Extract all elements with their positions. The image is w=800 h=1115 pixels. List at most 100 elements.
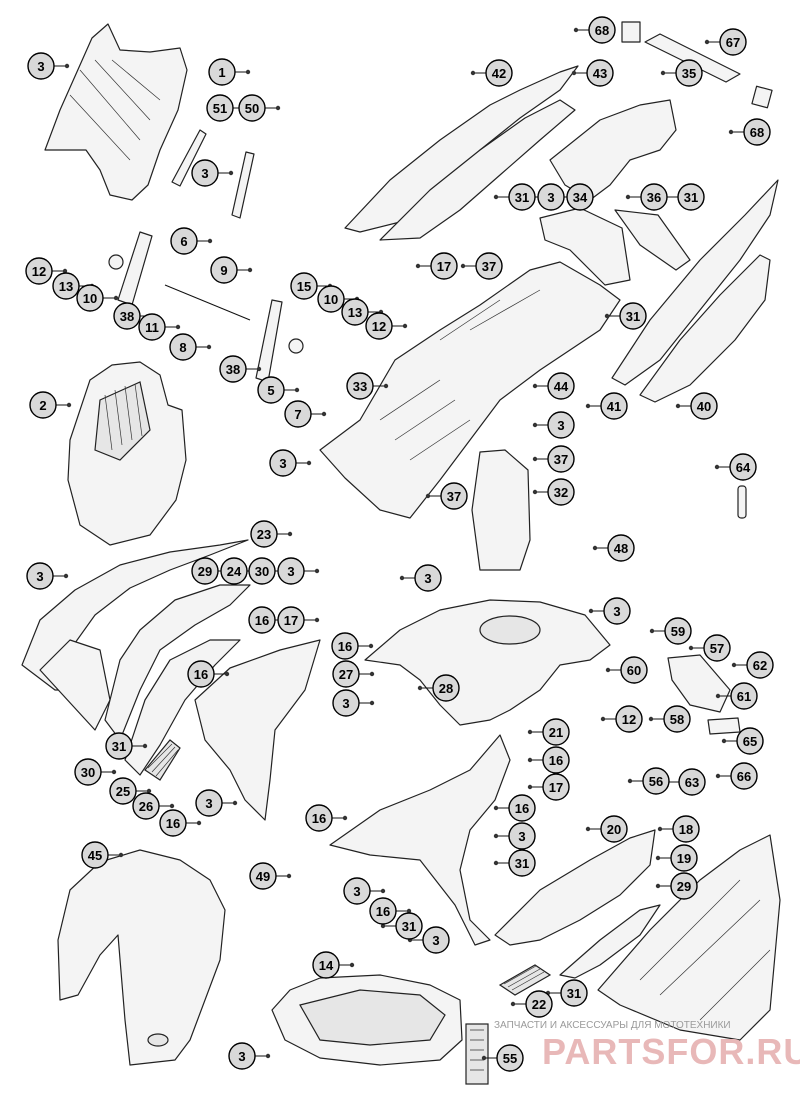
callout-17: 17 bbox=[542, 773, 570, 801]
svg-text:27: 27 bbox=[339, 667, 353, 682]
fastener-16 bbox=[342, 815, 348, 821]
svg-text:3: 3 bbox=[547, 190, 554, 205]
callout-56: 56 bbox=[642, 767, 670, 795]
svg-text:65: 65 bbox=[743, 734, 757, 749]
fastener-16 bbox=[406, 908, 412, 914]
callout-16: 16 bbox=[159, 809, 187, 837]
callout-30: 30 bbox=[248, 557, 276, 585]
part-32-cover bbox=[471, 449, 531, 571]
svg-text:31: 31 bbox=[402, 919, 416, 934]
callout-3: 3 bbox=[343, 877, 371, 905]
fastener-66 bbox=[715, 773, 721, 779]
svg-text:31: 31 bbox=[626, 309, 640, 324]
svg-text:10: 10 bbox=[83, 291, 97, 306]
svg-text:31: 31 bbox=[112, 739, 126, 754]
svg-text:16: 16 bbox=[376, 904, 390, 919]
callout-31: 31 bbox=[395, 912, 423, 940]
svg-text:12: 12 bbox=[372, 319, 386, 334]
svg-text:31: 31 bbox=[515, 190, 529, 205]
fastener-16 bbox=[527, 757, 533, 763]
fastener-62 bbox=[731, 662, 737, 668]
fastener-48 bbox=[592, 545, 598, 551]
part-40-41-right-panels bbox=[611, 179, 779, 403]
svg-text:67: 67 bbox=[726, 35, 740, 50]
svg-text:42: 42 bbox=[492, 66, 506, 81]
fastener-16 bbox=[224, 671, 230, 677]
svg-text:13: 13 bbox=[59, 279, 73, 294]
svg-text:63: 63 bbox=[685, 775, 699, 790]
callout-7: 7 bbox=[284, 400, 312, 428]
part-1-front-cowl bbox=[44, 23, 188, 201]
callout-16: 16 bbox=[248, 606, 276, 634]
svg-text:36: 36 bbox=[647, 190, 661, 205]
fastener-9 bbox=[247, 267, 253, 273]
svg-text:19: 19 bbox=[677, 851, 691, 866]
callout-66: 66 bbox=[730, 762, 758, 790]
callout-18: 18 bbox=[672, 815, 700, 843]
callout-17: 17 bbox=[430, 252, 458, 280]
fastener-3 bbox=[314, 568, 320, 574]
callout-19: 19 bbox=[670, 844, 698, 872]
fastener-61 bbox=[715, 693, 721, 699]
callout-38: 38 bbox=[219, 355, 247, 383]
callout-9: 9 bbox=[210, 256, 238, 284]
svg-text:1: 1 bbox=[218, 65, 225, 80]
svg-text:23: 23 bbox=[257, 527, 271, 542]
fastener-33 bbox=[383, 383, 389, 389]
callout-3: 3 bbox=[269, 449, 297, 477]
svg-text:17: 17 bbox=[284, 613, 298, 628]
callout-59: 59 bbox=[664, 617, 692, 645]
svg-text:3: 3 bbox=[432, 933, 439, 948]
fastener-3 bbox=[369, 700, 375, 706]
callout-35: 35 bbox=[675, 59, 703, 87]
fastener-28 bbox=[417, 685, 423, 691]
callout-12: 12 bbox=[615, 705, 643, 733]
fastener-36 bbox=[625, 194, 631, 200]
svg-text:14: 14 bbox=[319, 958, 334, 973]
callout-43: 43 bbox=[586, 59, 614, 87]
fastener-16 bbox=[196, 820, 202, 826]
callout-31: 31 bbox=[619, 302, 647, 330]
svg-text:3: 3 bbox=[424, 571, 431, 586]
callout-10: 10 bbox=[317, 285, 345, 313]
part-2-headlight-cowl bbox=[67, 361, 187, 546]
fastener-37 bbox=[460, 263, 466, 269]
callout-16: 16 bbox=[508, 794, 536, 822]
part-24-25-30-inner-panels bbox=[104, 584, 251, 776]
callout-29: 29 bbox=[191, 557, 219, 585]
callout-6: 6 bbox=[170, 227, 198, 255]
part-14-inner-pan bbox=[271, 974, 463, 1066]
fastener-30 bbox=[111, 769, 117, 775]
svg-text:31: 31 bbox=[515, 856, 529, 871]
fastener-6 bbox=[207, 238, 213, 244]
fastener-68 bbox=[573, 27, 579, 33]
fastener-67 bbox=[704, 39, 710, 45]
part-22-grille bbox=[498, 964, 552, 996]
callout-57: 57 bbox=[703, 634, 731, 662]
brackets-and-rod bbox=[108, 129, 304, 383]
svg-text:61: 61 bbox=[737, 689, 751, 704]
svg-text:3: 3 bbox=[201, 166, 208, 181]
fastener-27 bbox=[369, 671, 375, 677]
svg-text:25: 25 bbox=[116, 784, 130, 799]
svg-text:3: 3 bbox=[557, 418, 564, 433]
svg-text:22: 22 bbox=[532, 997, 546, 1012]
fastener-3 bbox=[493, 833, 499, 839]
callout-31: 31 bbox=[560, 979, 588, 1007]
callout-55: 55 bbox=[496, 1044, 524, 1072]
svg-text:37: 37 bbox=[554, 452, 568, 467]
part-23-left-fairing bbox=[21, 539, 249, 731]
fastener-45 bbox=[118, 852, 124, 858]
svg-text:16: 16 bbox=[312, 811, 326, 826]
callout-45: 45 bbox=[81, 841, 109, 869]
svg-text:66: 66 bbox=[737, 769, 751, 784]
svg-text:28: 28 bbox=[439, 681, 453, 696]
fastener-31 bbox=[493, 860, 499, 866]
callout-40: 40 bbox=[690, 392, 718, 420]
fastener-17 bbox=[415, 263, 421, 269]
callout-42: 42 bbox=[485, 59, 513, 87]
svg-text:10: 10 bbox=[324, 292, 338, 307]
svg-text:55: 55 bbox=[503, 1051, 517, 1066]
